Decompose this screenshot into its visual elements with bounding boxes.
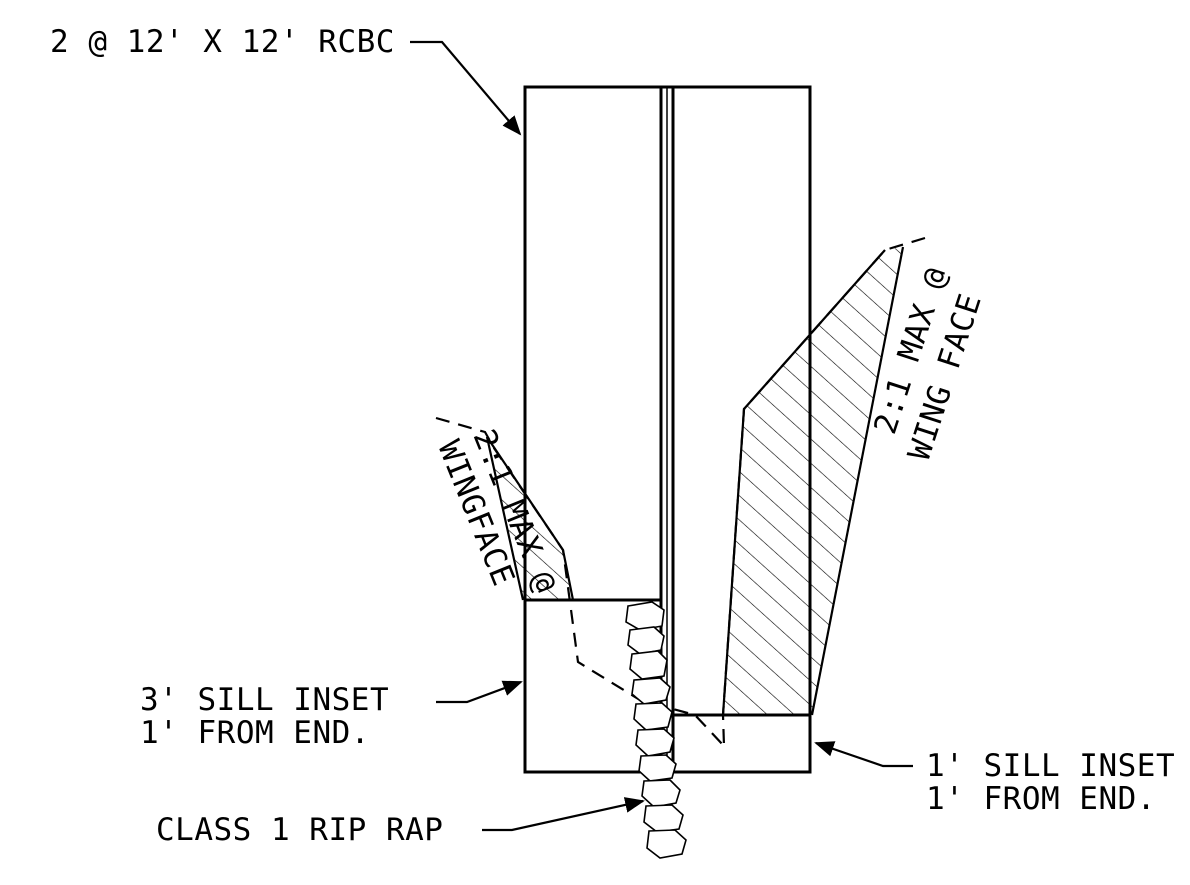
culvert-leader — [410, 40, 522, 136]
left-grade-dashed-line — [435, 416, 725, 747]
left-sill-leader — [436, 680, 523, 704]
right-wing-hatch — [723, 247, 903, 715]
right-sill-leader — [814, 741, 913, 768]
left-sill-label-line1: 3' SILL INSET — [140, 682, 389, 718]
left-wing-hatch — [487, 437, 573, 600]
culvert-label: 2 @ 12' X 12' RCBC — [50, 24, 395, 60]
riprap-leader — [482, 797, 645, 832]
left-sill-label-line2: 1' FROM END. — [140, 715, 370, 751]
riprap-stones — [625, 601, 687, 859]
right-sill-label-line2: 1' FROM END. — [926, 781, 1156, 817]
riprap-label: CLASS 1 RIP RAP — [156, 812, 443, 848]
right-sill-label-line1: 1' SILL INSET — [926, 748, 1175, 784]
right-wing-edge — [810, 246, 905, 716]
right-grade-dashed-line — [721, 236, 926, 747]
